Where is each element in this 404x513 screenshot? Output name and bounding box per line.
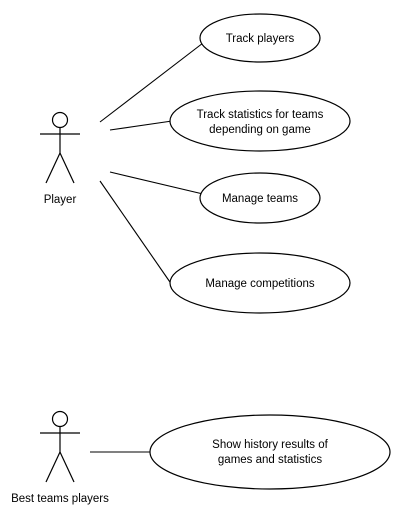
actor-best-teams-players[interactable] xyxy=(40,410,80,483)
use-case-track-statistics[interactable]: Track statistics for teams depending on … xyxy=(169,90,351,152)
use-case-manage-teams-label: Manage teams xyxy=(222,193,298,205)
use-case-track-statistics-line2: depending on game xyxy=(209,124,311,136)
use-case-show-history-line2: games and statistics xyxy=(218,454,322,466)
use-case-manage-competitions-label: Manage competitions xyxy=(205,278,315,290)
use-case-track-players[interactable]: Track players xyxy=(199,13,321,63)
actor-player-label: Player xyxy=(44,194,77,206)
actor-player[interactable] xyxy=(40,111,80,184)
use-case-manage-teams[interactable]: Manage teams xyxy=(199,172,321,224)
use-case-show-history-line1: Show history results of xyxy=(212,439,328,451)
use-case-track-statistics-line1: Track statistics for teams xyxy=(197,109,324,121)
actor-best-teams-players-label: Best teams players xyxy=(11,493,109,505)
use-case-manage-competitions[interactable]: Manage competitions xyxy=(169,252,351,314)
association-player-track-players xyxy=(99,42,204,123)
association-player-track-statistics xyxy=(109,120,173,131)
use-case-show-history[interactable]: Show history results of games and statis… xyxy=(149,414,391,490)
association-player-manage-teams xyxy=(109,171,204,195)
association-player-manage-competitions xyxy=(99,180,173,286)
use-case-track-players-label: Track players xyxy=(226,33,295,45)
